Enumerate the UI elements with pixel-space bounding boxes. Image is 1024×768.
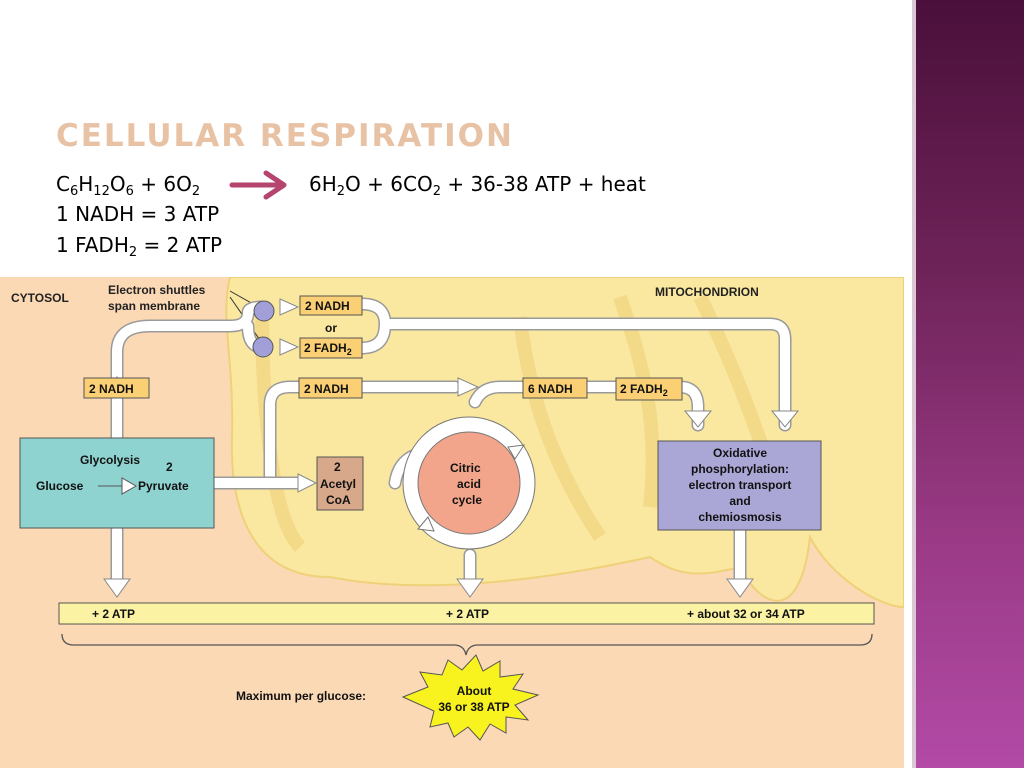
citric-nadh-box xyxy=(522,377,588,399)
shuttle-label-line1: Electron shuttles xyxy=(108,283,206,297)
citric-label: Citric xyxy=(450,461,481,475)
cycle-arrow-icon xyxy=(417,444,525,532)
citric-atp: + 2 ATP xyxy=(446,607,489,621)
shuttle-nadh-box xyxy=(299,295,363,316)
glycolysis-box xyxy=(19,437,215,529)
oxphos-line3: electron transport xyxy=(689,478,792,492)
eq-co2: O + 6CO xyxy=(345,172,433,196)
glycolysis-atp: + 2 ATP xyxy=(92,607,135,621)
fadh-pre: 1 FADH xyxy=(56,233,129,257)
citric-fadh-label: 2 FADH2 xyxy=(620,382,668,398)
oxphos-line2: phosphorylation: xyxy=(691,462,789,476)
shuttle-circle-top xyxy=(253,300,275,322)
oxphos-line4: and xyxy=(729,494,750,508)
cytosol-label: CYTOSOL xyxy=(11,291,69,305)
shuttle-nadh-label: 2 NADH xyxy=(305,299,350,313)
burst-line2: 36 or 38 ATP xyxy=(438,700,509,714)
eq-atp-heat: + 36-38 ATP + heat xyxy=(440,172,646,196)
oxphos-line1: Oxidative xyxy=(713,446,767,460)
fadh-sub: 2 xyxy=(128,245,138,260)
eq-h-sub: 12 xyxy=(93,184,110,199)
equation-products: 6H2O + 6CO2 + 36-38 ATP + heat xyxy=(309,172,646,199)
citric-fadh-text: 2 FADH xyxy=(620,382,663,396)
oxphos-box xyxy=(657,440,822,531)
fadh-post: = 2 ATP xyxy=(137,233,223,257)
burst-line1: About xyxy=(457,684,492,698)
atp-bar xyxy=(58,602,875,625)
shuttle-label-line2: span membrane xyxy=(108,299,200,313)
citric-nadh-label: 6 NADH xyxy=(528,382,573,396)
shuttle-fadh-label: 2 FADH2 xyxy=(304,341,352,357)
eq-o-sub: 6 xyxy=(125,184,134,199)
glycolysis-nadh-label: 2 NADH xyxy=(89,382,134,396)
equation-line: C6H12O6 + 6O2 xyxy=(56,172,201,199)
oxphos-line5: chemiosmosis xyxy=(698,510,782,524)
pyruvate-nadh-label: 2 NADH xyxy=(304,382,349,396)
max-per-glucose-label: Maximum per glucose: xyxy=(236,689,366,703)
eq-c-sub: 6 xyxy=(69,184,79,199)
acetyl-coa-box xyxy=(316,456,364,511)
citric-fadh-sub: 2 xyxy=(663,388,668,398)
acid-label: acid xyxy=(457,477,481,491)
shuttle-circle-bottom xyxy=(252,336,274,358)
oxphos-atp: + about 32 or 34 ATP xyxy=(687,607,805,621)
total-brace xyxy=(61,633,873,656)
shuttle-fadh-box xyxy=(299,337,363,359)
pyruvate-count: 2 xyxy=(166,460,173,474)
equation-arrow-icon xyxy=(229,170,287,200)
slide-title: Cellular Respiration xyxy=(56,118,514,154)
pyruvate-nadh-box xyxy=(298,377,363,399)
nadh-conversion: 1 NADH = 3 ATP xyxy=(56,202,220,226)
acetyl-count: 2 xyxy=(334,460,341,474)
slide-sidebar xyxy=(912,0,1024,768)
respiration-diagram: CYTOSOL MITOCHONDRION Electron shuttles … xyxy=(0,277,904,768)
mitochondrion-label: MITOCHONDRION xyxy=(655,285,759,299)
pyruvate-label: Pyruvate xyxy=(138,479,189,493)
eq-plus-o2: + 6O xyxy=(133,172,192,196)
acetyl-label: Acetyl xyxy=(320,477,356,491)
shuttle-or-label: or xyxy=(325,321,337,335)
atp-burst-shape xyxy=(401,654,540,741)
glycolysis-arrow-icon xyxy=(98,477,138,495)
cycle-label: cycle xyxy=(452,493,482,507)
eq-o: O xyxy=(109,172,126,196)
eq-c: C xyxy=(56,172,70,196)
eq-o2-sub: 2 xyxy=(191,184,201,199)
eq-h: H xyxy=(78,172,94,196)
fadh-conversion: 1 FADH2 = 2 ATP xyxy=(56,233,223,260)
eq-h2o: 6H xyxy=(309,172,337,196)
citric-cycle-core xyxy=(417,431,521,535)
glucose-label: Glucose xyxy=(36,479,84,493)
shuttle-fadh-sub: 2 xyxy=(347,347,352,357)
citric-fadh-box xyxy=(615,377,683,401)
shuttle-fadh-text: 2 FADH xyxy=(304,341,347,355)
sidebar-stripe xyxy=(912,0,916,768)
eq-h2o-sub: 2 xyxy=(336,184,346,199)
glycolysis-title: Glycolysis xyxy=(80,453,140,467)
eq-co2-sub: 2 xyxy=(432,184,441,199)
coa-label: CoA xyxy=(326,493,351,507)
glycolysis-nadh-box xyxy=(83,377,150,399)
